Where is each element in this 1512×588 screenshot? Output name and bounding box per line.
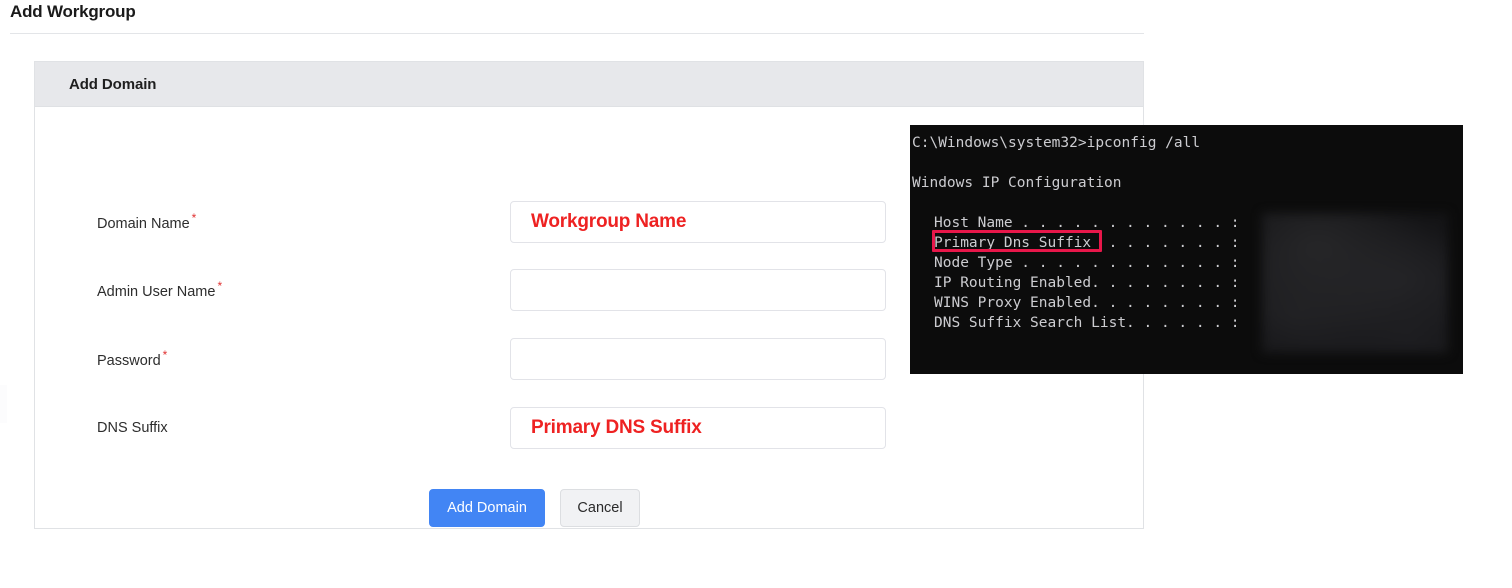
label-dns-suffix: DNS Suffix xyxy=(97,420,168,436)
card-header-title: Add Domain xyxy=(69,75,157,93)
terminal-value-blur-overlay xyxy=(1262,213,1448,353)
label-admin-user-name-text: Admin User Name xyxy=(97,283,216,300)
terminal-section-title: Windows IP Configuration xyxy=(912,175,1122,191)
label-dns-suffix-text: DNS Suffix xyxy=(97,420,168,436)
input-password[interactable] xyxy=(510,338,886,380)
input-dns-suffix[interactable]: Primary DNS Suffix xyxy=(510,407,886,449)
input-admin-user-name[interactable] xyxy=(510,269,886,311)
form-actions: Add Domain Cancel xyxy=(35,489,1143,527)
required-indicator: * xyxy=(162,348,168,363)
label-admin-user-name: Admin User Name* xyxy=(97,280,222,300)
left-edge-artifact xyxy=(0,385,7,423)
terminal-line-primary-dns-suffix: Primary Dns Suffix . . . . . . . : xyxy=(934,235,1249,251)
terminal-line-host-name: Host Name . . . . . . . . . . . . : xyxy=(934,215,1249,231)
label-password-text: Password xyxy=(97,352,161,369)
title-divider xyxy=(10,33,1144,34)
label-domain-name: Domain Name* xyxy=(97,212,196,232)
annotation-domain-name: Workgroup Name xyxy=(531,211,687,232)
cancel-button[interactable]: Cancel xyxy=(560,489,640,527)
annotation-dns-suffix: Primary DNS Suffix xyxy=(531,417,702,438)
required-indicator: * xyxy=(217,279,223,294)
form-row-admin-user-name: Admin User Name* xyxy=(35,269,1143,311)
terminal-line-wins-proxy-enabled: WINS Proxy Enabled. . . . . . . . : xyxy=(934,295,1249,311)
input-domain-name[interactable]: Workgroup Name xyxy=(510,201,886,243)
form-row-domain-name: Domain Name* Workgroup Name xyxy=(35,201,1143,243)
terminal-line-node-type: Node Type . . . . . . . . . . . . : xyxy=(934,255,1249,271)
required-indicator: * xyxy=(191,211,197,226)
terminal-line-dns-suffix-search-list: DNS Suffix Search List. . . . . . : xyxy=(934,315,1249,331)
page-title: Add Workgroup xyxy=(10,2,136,21)
terminal-line-ip-routing-enabled: IP Routing Enabled. . . . . . . . : xyxy=(934,275,1249,291)
ipconfig-terminal: C:\Windows\system32>ipconfig /all Window… xyxy=(910,125,1463,374)
label-password: Password* xyxy=(97,349,167,369)
add-domain-button[interactable]: Add Domain xyxy=(429,489,545,527)
form-row-password: Password* xyxy=(35,338,1143,380)
label-domain-name-text: Domain Name xyxy=(97,215,190,232)
card-header: Add Domain xyxy=(35,62,1143,107)
form-row-dns-suffix: DNS Suffix Primary DNS Suffix xyxy=(35,407,1143,449)
terminal-prompt-line: C:\Windows\system32>ipconfig /all xyxy=(912,135,1201,151)
